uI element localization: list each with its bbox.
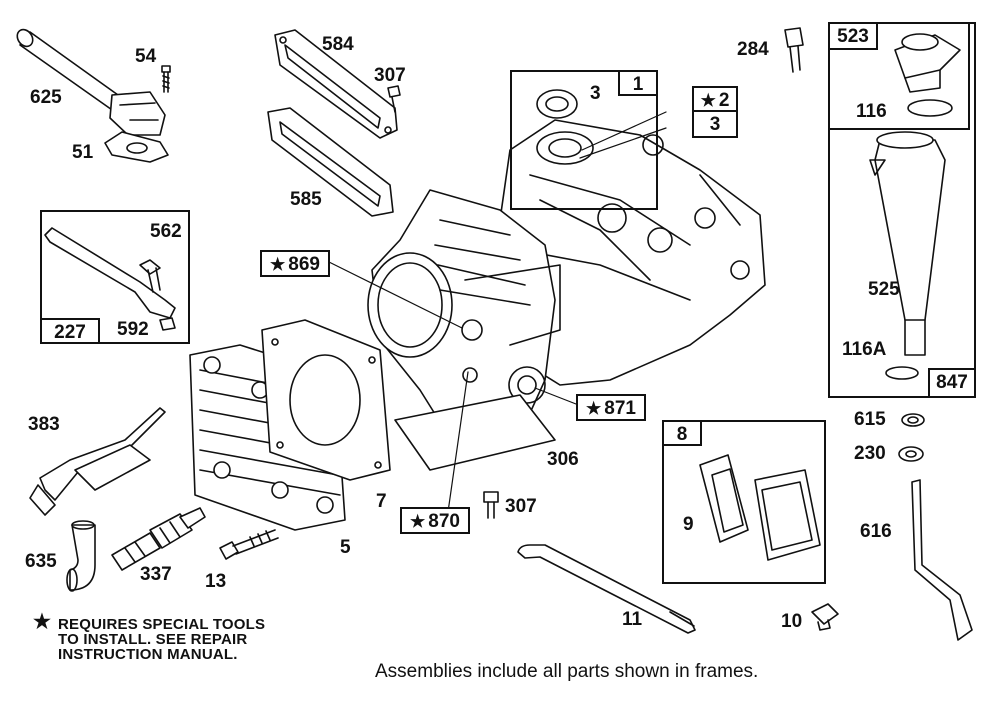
tube-11	[517, 544, 696, 634]
nut-615	[901, 413, 925, 427]
part-label-5: 5	[340, 537, 351, 558]
part-label-3: 3	[590, 83, 601, 104]
part-box-1: 1	[618, 70, 658, 96]
part-label-585: 585	[290, 189, 322, 210]
part-box-8: 8	[662, 420, 702, 446]
cylinder	[367, 189, 561, 436]
part-label-11: 11	[622, 609, 643, 630]
head-gasket-7	[261, 319, 391, 481]
star-icon: ★	[33, 611, 51, 633]
plug-10	[811, 603, 839, 631]
part-label-562: 562	[150, 221, 182, 242]
part-label-116: 116	[856, 101, 887, 122]
part-box-227: 227	[40, 318, 100, 344]
frame-8	[662, 420, 826, 584]
part-box-2: ★2	[692, 86, 738, 112]
part-label-615: 615	[854, 409, 886, 430]
crankcase	[499, 119, 766, 386]
gasket-584	[274, 29, 398, 139]
dipstick-616	[911, 479, 973, 641]
screw-54	[161, 65, 171, 93]
part-label-592: 592	[117, 319, 149, 340]
part-label-230: 230	[854, 443, 886, 464]
part-label-306: 306	[547, 449, 579, 470]
screw-307-top	[387, 85, 401, 113]
part-label-51: 51	[72, 142, 94, 163]
part-label-307-bottom: 307	[505, 496, 537, 517]
part-box-871: ★871	[576, 394, 646, 421]
star-icon: ★	[586, 399, 602, 418]
part-label-625: 625	[30, 87, 62, 108]
part-label-337: 337	[140, 564, 172, 585]
part-label-584: 584	[322, 34, 354, 55]
elbow-635	[66, 520, 96, 592]
oil-seal-3	[536, 89, 578, 119]
footer-caption: Assemblies include all parts shown in fr…	[375, 661, 759, 682]
part-label-383: 383	[28, 414, 60, 435]
breather-tube-625	[16, 28, 166, 136]
dipstick-tube-525	[869, 131, 946, 356]
washer-230	[898, 446, 924, 462]
star-icon: ★	[410, 512, 426, 531]
part-box-523: 523	[828, 22, 878, 50]
part-box-3: 3	[692, 110, 738, 138]
part-label-7: 7	[376, 491, 387, 512]
screw-307-bottom	[483, 491, 499, 519]
governor-lever-227	[44, 227, 176, 331]
part-label-307-top: 307	[374, 65, 406, 86]
gasket-9	[699, 454, 749, 543]
special-tools-note: REQUIRES SPECIAL TOOLS TO INSTALL. SEE R…	[58, 616, 266, 663]
bolt-13	[219, 529, 279, 560]
star-icon: ★	[700, 91, 716, 110]
cover-8	[754, 469, 821, 561]
part-label-616: 616	[860, 521, 892, 542]
part-label-284: 284	[737, 39, 769, 60]
part-label-54: 54	[135, 46, 157, 67]
part-label-13: 13	[205, 571, 227, 592]
part-label-635: 635	[25, 551, 57, 572]
gasket-51	[104, 131, 169, 163]
part-box-847: 847	[928, 368, 976, 398]
tool-383	[29, 407, 166, 516]
frame-1	[510, 70, 658, 210]
spark-plug-337	[111, 507, 206, 571]
part-label-116A: 116A	[842, 339, 887, 360]
oring-116A	[885, 366, 919, 380]
dipstick-cap-523	[894, 33, 961, 117]
part-label-525: 525	[868, 279, 900, 300]
star-icon: ★	[270, 255, 286, 274]
frame-847	[828, 22, 976, 398]
gasket-306	[394, 394, 556, 471]
screw-284	[784, 27, 804, 73]
part-box-869: ★869	[260, 250, 330, 277]
part-label-9: 9	[683, 514, 694, 535]
frame-227	[40, 210, 190, 344]
gasket-585	[267, 107, 394, 217]
part-box-870: ★870	[400, 507, 470, 534]
leader-lines	[328, 111, 667, 513]
part-label-10: 10	[781, 611, 803, 632]
